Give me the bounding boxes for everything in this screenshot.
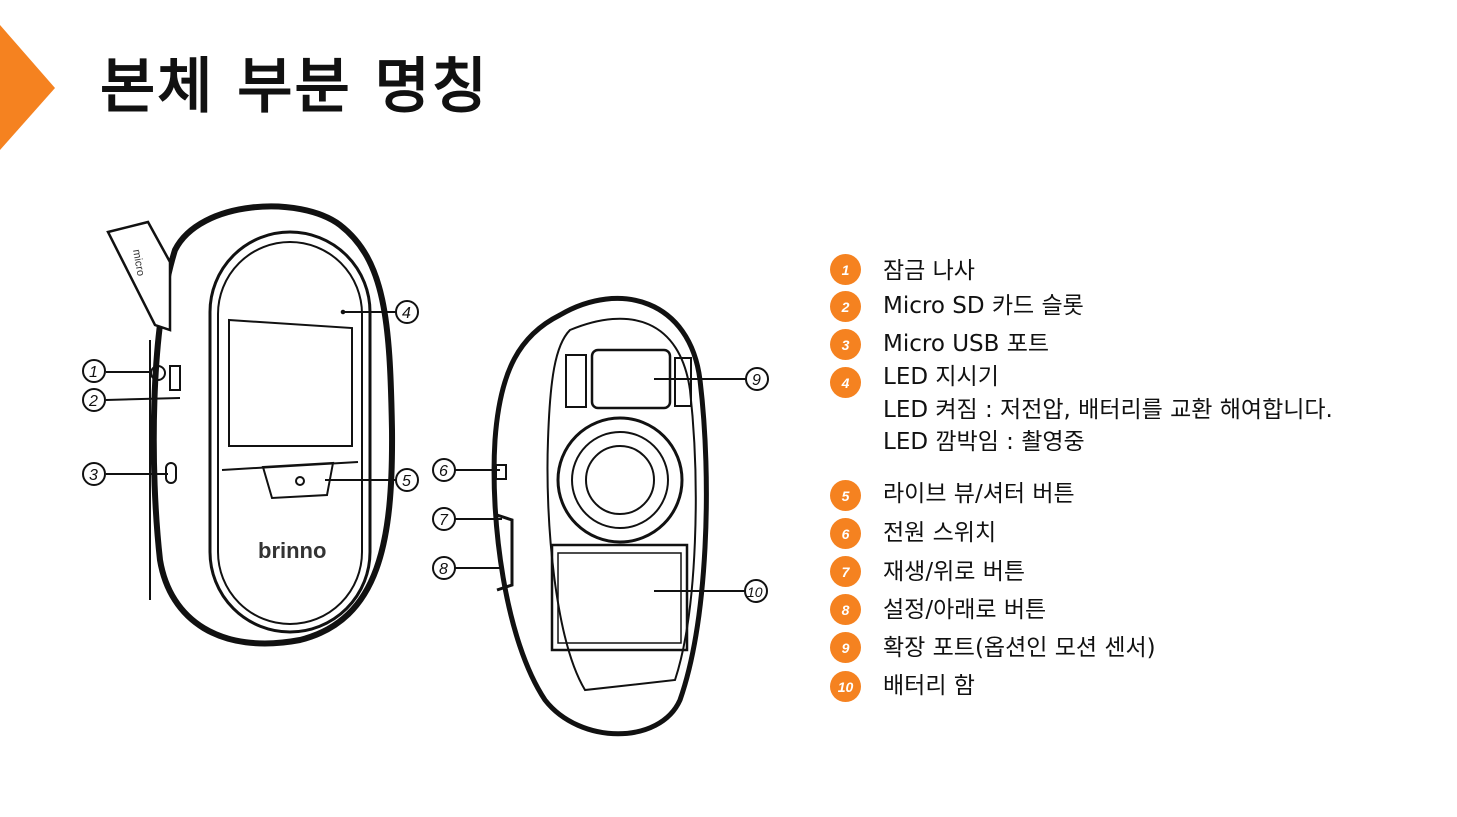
legend-label-4: LED 지시기 xyxy=(883,364,999,390)
legend-label-10: 배터리 함 xyxy=(883,673,975,699)
page-title: 본체 부분 명칭 xyxy=(100,52,489,122)
svg-text:7: 7 xyxy=(439,512,449,529)
callout-10: 10 xyxy=(744,579,768,603)
legend-note-led-blink: LED 깜박임 : 촬영중 xyxy=(883,429,1085,455)
callout-9: 9 xyxy=(745,367,769,391)
callout-7: 7 xyxy=(432,507,456,531)
brand-logo: brinno xyxy=(258,538,326,563)
legend-label-5: 라이브 뷰/셔터 버튼 xyxy=(883,481,1075,507)
callout-8: 8 xyxy=(432,556,456,580)
legend-label-2: Micro SD 카드 슬롯 xyxy=(883,293,1084,319)
callout-6: 6 xyxy=(432,458,456,482)
callout-4: 4 xyxy=(395,300,419,324)
callout-2: 2 xyxy=(82,388,106,412)
svg-text:3: 3 xyxy=(89,467,98,484)
legend-label-9: 확장 포트(옵션인 모션 센서) xyxy=(883,635,1156,661)
svg-text:4: 4 xyxy=(402,305,411,322)
legend-badge-7: 7 xyxy=(830,556,861,587)
legend-label-3: Micro USB 포트 xyxy=(883,331,1050,357)
svg-text:micro: micro xyxy=(130,248,146,277)
legend-label-8: 설정/아래로 버튼 xyxy=(883,597,1047,623)
callout-3: 3 xyxy=(82,462,106,486)
svg-text:9: 9 xyxy=(752,372,761,389)
svg-text:6: 6 xyxy=(439,463,448,480)
legend-badge-2: 2 xyxy=(830,291,861,322)
svg-text:5: 5 xyxy=(402,473,411,490)
legend-badge-5: 5 xyxy=(830,480,861,511)
legend-note-led-on: LED 켜짐 : 저전압, 배터리를 교환 해여합니다. xyxy=(883,397,1333,423)
orange-chevron-decoration xyxy=(0,25,55,150)
svg-text:2: 2 xyxy=(88,393,98,410)
svg-text:10: 10 xyxy=(747,584,763,600)
legend-label-1: 잠금 나사 xyxy=(883,258,975,284)
device-front-view: brinno micro xyxy=(105,203,396,647)
legend-badge-6: 6 xyxy=(830,518,861,549)
callout-1: 1 xyxy=(82,359,106,383)
device-diagram: brinno micro 1 2 3 4 5 6 7 xyxy=(82,203,769,737)
legend-badge-3: 3 xyxy=(830,329,861,360)
legend-badge-10: 10 xyxy=(830,671,861,702)
legend-badge-9: 9 xyxy=(830,632,861,663)
device-back-view xyxy=(455,296,746,737)
legend-badge-1: 1 xyxy=(830,254,861,285)
svg-text:8: 8 xyxy=(439,561,448,578)
svg-text:1: 1 xyxy=(89,364,98,381)
callout-5: 5 xyxy=(395,468,419,492)
legend-label-7: 재생/위로 버튼 xyxy=(883,559,1026,585)
legend-label-6: 전원 스위치 xyxy=(883,520,997,546)
legend-badge-8: 8 xyxy=(830,594,861,625)
legend-badge-4: 4 xyxy=(830,367,861,398)
